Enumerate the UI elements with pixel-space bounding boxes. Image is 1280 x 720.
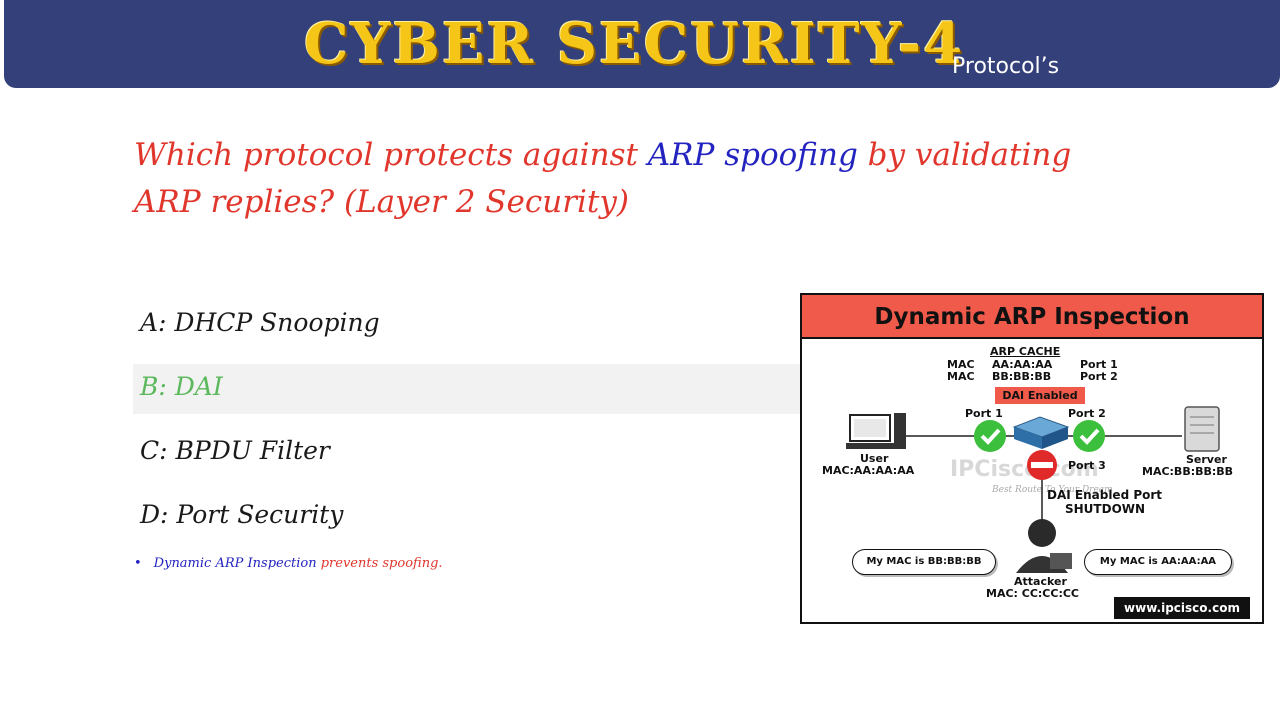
cache-row-1-mac-label: MAC bbox=[947, 358, 975, 371]
website-label: www.ipcisco.com bbox=[1114, 597, 1250, 619]
watermark-subtext: Best Route To Your Dream bbox=[992, 485, 1113, 495]
question-text: Which protocol protects against ARP spoo… bbox=[134, 132, 1114, 226]
question-part-3: by validating ARP replies? (Layer 2 Secu… bbox=[134, 137, 1072, 220]
server-icon bbox=[1184, 406, 1220, 452]
dai-enabled-badge: DAI Enabled bbox=[995, 387, 1085, 404]
diagram-header: Dynamic ARP Inspection bbox=[802, 295, 1262, 339]
option-d[interactable]: D: Port Security bbox=[140, 500, 344, 529]
user-label: User bbox=[860, 452, 889, 465]
server-label: Server bbox=[1186, 453, 1227, 466]
cache-row-2-mac: BB:BB:BB bbox=[992, 370, 1052, 383]
header-banner: CYBER SECURITY-4 Protocol’s bbox=[4, 0, 1280, 88]
question-highlight: ARP spoofing bbox=[647, 137, 858, 173]
page-subtitle: Protocol’s bbox=[952, 54, 1060, 79]
dai-port-status-line2: SHUTDOWN bbox=[1065, 502, 1146, 516]
note-bullet: • bbox=[134, 556, 142, 571]
note-blue-text: Dynamic ARP Inspection bbox=[153, 556, 317, 571]
page-title: CYBER SECURITY-4 bbox=[304, 11, 965, 77]
dai-diagram: Dynamic ARP Inspection IPCisco.com Best … bbox=[800, 293, 1264, 624]
bubble-left: My MAC is BB:BB:BB bbox=[852, 549, 996, 575]
server-mac: MAC:BB:BB:BB bbox=[1142, 465, 1234, 478]
attacker-icon bbox=[1016, 519, 1072, 573]
switch-icon bbox=[1012, 416, 1070, 449]
diagram-title: Dynamic ARP Inspection bbox=[874, 304, 1190, 330]
option-a[interactable]: A: DHCP Snooping bbox=[140, 308, 380, 337]
bubble-right: My MAC is AA:AA:AA bbox=[1084, 549, 1232, 575]
question-part-1: Which protocol protects against bbox=[134, 137, 648, 173]
port1-label: Port 1 bbox=[965, 407, 1003, 420]
option-c[interactable]: C: BPDU Filter bbox=[140, 436, 330, 465]
port2-check-icon bbox=[1073, 420, 1105, 452]
attacker-label: Attacker bbox=[1014, 575, 1067, 588]
port1-check-icon bbox=[974, 420, 1006, 452]
watermark-text: IPCisco.com bbox=[950, 457, 1099, 482]
diagram-graphics bbox=[846, 406, 1220, 573]
port3-label: Port 3 bbox=[1068, 459, 1106, 472]
correct-option-highlight bbox=[133, 364, 803, 414]
attacker-mac: MAC: CC:CC:CC bbox=[986, 587, 1079, 600]
cache-row-1-mac: AA:AA:AA bbox=[992, 358, 1053, 371]
arp-cache-label: ARP CACHE bbox=[990, 345, 1061, 358]
note-red-text: prevents spoofing. bbox=[316, 556, 443, 571]
port3-blocked-icon bbox=[1027, 450, 1057, 480]
dai-port-status-line1: DAI Enabled Port bbox=[1047, 488, 1163, 502]
user-pc-icon bbox=[846, 413, 906, 449]
explanation-note: • Dynamic ARP Inspection prevents spoofin… bbox=[134, 556, 443, 571]
cache-row-2-port: Port 2 bbox=[1080, 370, 1118, 383]
user-mac: MAC:AA:AA:AA bbox=[822, 464, 915, 477]
cache-row-2-mac-label: MAC bbox=[947, 370, 975, 383]
cache-row-1-port: Port 1 bbox=[1080, 358, 1118, 371]
option-b[interactable]: B: DAI bbox=[140, 372, 223, 401]
port2-label: Port 2 bbox=[1068, 407, 1106, 420]
